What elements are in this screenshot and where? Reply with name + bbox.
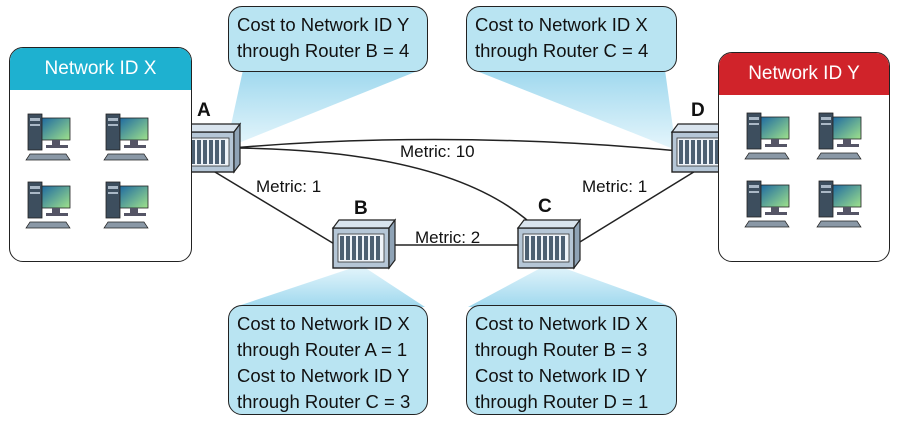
table-line: Cost to Network ID Y	[237, 14, 410, 35]
table-line: through Router A = 1	[237, 339, 408, 360]
link-a-b	[204, 165, 337, 246]
router-b-table: Cost to Network ID X through Router A = …	[228, 305, 428, 415]
router-icon	[332, 219, 396, 269]
table-line: through Router C = 4	[475, 40, 649, 61]
metric-label-b-c: Metric: 2	[415, 228, 481, 247]
computer-icon	[744, 180, 790, 228]
computer-icon	[25, 181, 71, 229]
network-x-title: Network ID X	[10, 48, 191, 90]
table-line: Cost to Network ID Y	[475, 365, 648, 386]
table-line: through Router C = 3	[237, 391, 411, 412]
metric-label-a-d: Metric: 10	[400, 142, 475, 161]
computer-icon	[744, 112, 790, 160]
router-a-table: Cost to Network ID Y through Router B = …	[228, 6, 428, 72]
router-c-label: C	[538, 196, 552, 217]
table-line: Cost to Network ID X	[237, 313, 410, 334]
router-a-label: A	[197, 100, 211, 121]
router-icon	[517, 219, 581, 269]
callout-pointer-a	[226, 70, 420, 148]
router-b-label: B	[354, 198, 368, 219]
link-a-d	[209, 138, 691, 153]
computer-icon	[816, 180, 862, 228]
table-line: through Router B = 3	[475, 339, 648, 360]
computer-icon	[25, 113, 71, 161]
router-d-label: D	[691, 100, 705, 121]
metric-label-a-b: Metric: 1	[256, 177, 322, 196]
router-d-table: Cost to Network ID X through Router C = …	[466, 6, 677, 72]
computer-icon	[103, 113, 149, 161]
callout-pointer-d	[474, 70, 676, 150]
network-y-computers	[744, 112, 862, 228]
table-line: through Router B = 4	[237, 40, 410, 61]
network-y-title: Network ID Y	[719, 53, 889, 95]
computer-icon	[103, 181, 149, 229]
router-c-table: Cost to Network ID X through Router B = …	[466, 305, 677, 415]
table-line: Cost to Network ID Y	[237, 365, 410, 386]
link-c-d	[574, 169, 698, 246]
callout-pointer-c	[468, 263, 672, 307]
network-x-panel: Network ID X	[9, 47, 192, 262]
table-line: Cost to Network ID X	[475, 313, 648, 334]
table-line: Cost to Network ID X	[475, 14, 648, 35]
table-line: through Router D = 1	[475, 391, 649, 412]
network-y-panel: Network ID Y	[718, 52, 890, 262]
network-x-computers	[25, 113, 149, 229]
callout-pointer-b	[235, 265, 425, 307]
computer-icon	[816, 112, 862, 160]
link-a-c	[233, 147, 541, 233]
metric-label-c-d: Metric: 1	[582, 177, 648, 196]
